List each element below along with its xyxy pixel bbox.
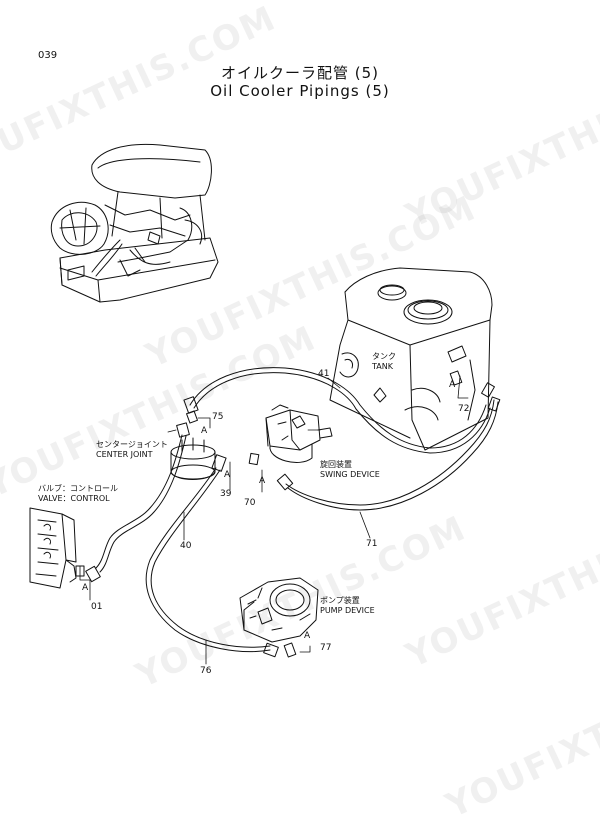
- part-number-39: 39: [220, 489, 232, 499]
- control-valve-label-english: VALVE：CONTROL: [38, 494, 110, 503]
- detail-mark-a: A: [224, 470, 231, 480]
- hose-76: [145, 467, 271, 653]
- control-valve-illustration: [29, 507, 77, 589]
- tank-label-english: TANK: [372, 362, 393, 371]
- swing-device-label-english: SWING DEVICE: [320, 470, 380, 479]
- tank-label-japanese: タンク: [372, 352, 396, 361]
- swing-device-illustration: [265, 404, 333, 463]
- part-number-75: 75: [212, 412, 224, 422]
- hose-40: [95, 434, 187, 573]
- part-number-76: 76: [200, 666, 212, 676]
- control-valve-label-japanese: バルブ：コントロール: [38, 484, 118, 493]
- detail-mark-a: A: [201, 426, 208, 436]
- center-joint-label-japanese: センタージョイント: [96, 440, 168, 449]
- machine-overview-illustration: [50, 143, 219, 303]
- leader-lines: [79, 375, 469, 665]
- part-number-40: 40: [180, 541, 192, 551]
- pump-device-illustration: [239, 577, 319, 643]
- page-title-english: Oil Cooler Pipings (5): [210, 82, 390, 100]
- part-number-41: 41: [318, 369, 330, 379]
- fittings: [75, 370, 501, 658]
- pump-device-label: ポンプ装置 PUMP DEVICE: [320, 596, 375, 616]
- hydraulic-tank-illustration: [329, 267, 493, 451]
- part-number-01: 01: [91, 602, 103, 612]
- page-title-japanese: オイルクーラ配管 (5): [220, 64, 380, 82]
- page-number: 039: [38, 50, 58, 61]
- detail-mark-a: A: [82, 583, 89, 593]
- part-number-77: 77: [320, 643, 332, 653]
- tank-label: タンク TANK: [372, 352, 396, 372]
- center-joint-label: センタージョイント CENTER JOINT: [96, 440, 168, 460]
- hose-71: [285, 399, 499, 511]
- swing-device-label: 旋回装置 SWING DEVICE: [320, 460, 380, 480]
- detail-mark-a: A: [259, 476, 266, 486]
- center-joint-label-english: CENTER JOINT: [96, 450, 153, 459]
- detail-mark-a: A: [304, 631, 311, 641]
- control-valve-label: バルブ：コントロール VALVE：CONTROL: [38, 484, 118, 504]
- swing-device-label-japanese: 旋回装置: [320, 460, 352, 469]
- part-number-72: 72: [458, 404, 470, 414]
- center-joint-illustration: [170, 437, 216, 480]
- pump-device-label-english: PUMP DEVICE: [320, 606, 375, 615]
- pump-device-label-japanese: ポンプ装置: [320, 596, 360, 605]
- detail-mark-a: A: [449, 380, 456, 390]
- part-number-71: 71: [366, 539, 378, 549]
- hose-41: [189, 367, 491, 454]
- part-number-70: 70: [244, 498, 256, 508]
- oil-cooler-piping-drawing: [29, 143, 501, 665]
